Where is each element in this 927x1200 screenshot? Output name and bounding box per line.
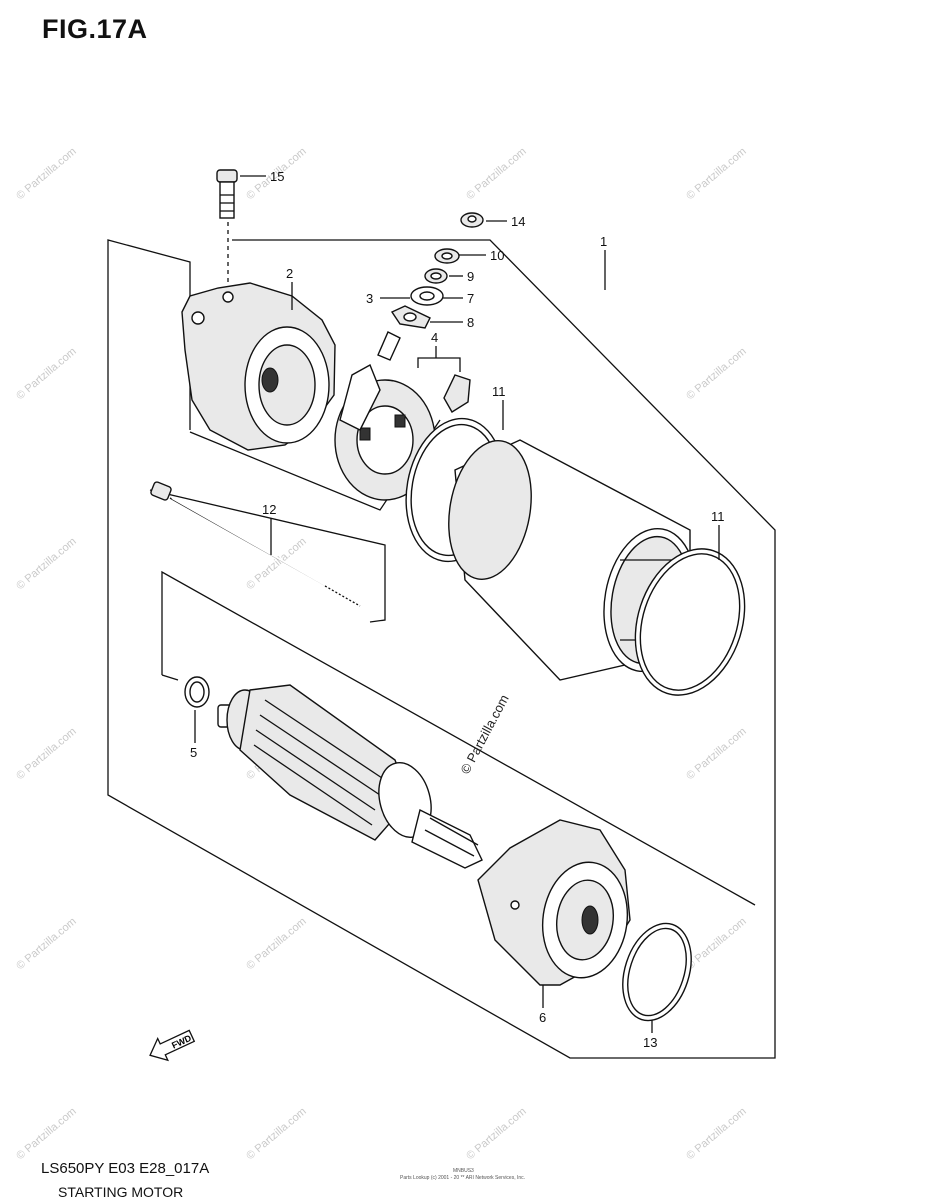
through-bolt-group-outline xyxy=(149,489,386,623)
armature-rotor[interactable] xyxy=(217,684,483,869)
model-code: LS650PY E03 E28_017A xyxy=(41,1160,210,1177)
callout-15: 15 xyxy=(270,169,284,184)
front-housing-part-2[interactable] xyxy=(181,282,336,451)
callout-7: 7 xyxy=(467,291,474,306)
watermark: © Partzilla.com xyxy=(684,145,748,202)
washer-part-5[interactable] xyxy=(184,676,210,708)
callout-4: 4 xyxy=(431,330,438,345)
callout-1: 1 xyxy=(600,234,607,249)
insulator-part-8[interactable] xyxy=(390,305,431,329)
nut-part-14[interactable] xyxy=(460,212,484,228)
watermark: © Partzilla.com xyxy=(684,345,748,402)
callout-10: 10 xyxy=(490,248,504,263)
watermark: © Partzilla.com xyxy=(14,345,78,402)
callout-labels: 15 14 1 10 9 3 7 8 2 4 11 11 12 5 6 13 xyxy=(190,169,725,1050)
watermark: © Partzilla.com xyxy=(464,145,528,202)
washer-part-9[interactable] xyxy=(424,268,448,284)
washer-part-7[interactable] xyxy=(410,286,444,306)
callout-14: 14 xyxy=(511,214,525,229)
callout-11-lower: 11 xyxy=(711,509,725,524)
armature-group-tick xyxy=(161,674,179,681)
watermark: © Partzilla.com xyxy=(14,915,78,972)
callout-11-upper: 11 xyxy=(492,384,506,399)
bolt-part-15[interactable] xyxy=(216,169,238,290)
callout-9: 9 xyxy=(467,269,474,284)
watermark: © Partzilla.com xyxy=(244,915,308,972)
watermark: © Partzilla.com xyxy=(684,725,748,782)
through-bolt-part-12[interactable] xyxy=(150,481,361,607)
footer-code: MNBUS3 xyxy=(453,1168,474,1174)
callout-12: 12 xyxy=(262,502,276,517)
watermark: © Partzilla.com xyxy=(684,1105,748,1162)
watermark: © Partzilla.com xyxy=(14,725,78,782)
rear-housing-part-6[interactable] xyxy=(477,819,635,986)
callout-2: 2 xyxy=(286,266,293,281)
footer-copyright: Parts Lookup (c) 2001 - 20 ** ARI Networ… xyxy=(400,1175,526,1181)
o-ring-part-13[interactable] xyxy=(611,915,703,1030)
armature-group-outline xyxy=(161,570,756,906)
o-ring-part-11-lower[interactable] xyxy=(617,535,762,710)
leader-lines xyxy=(194,175,720,1033)
figure-title: FIG.17A xyxy=(42,14,148,44)
callout-8: 8 xyxy=(467,315,474,330)
watermark: © Partzilla.com xyxy=(14,535,78,592)
section-title: STARTING MOTOR xyxy=(58,1184,184,1200)
callout-5: 5 xyxy=(190,745,197,760)
assembly-outline xyxy=(107,239,776,1059)
callout-6: 6 xyxy=(539,1010,546,1025)
watermark: © Partzilla.com xyxy=(244,1105,308,1162)
watermark: © Partzilla.com xyxy=(684,915,748,972)
callout-3: 3 xyxy=(366,291,373,306)
watermark: © Partzilla.com xyxy=(464,1105,528,1162)
washer-part-10[interactable] xyxy=(434,248,460,264)
callout-13: 13 xyxy=(643,1035,657,1050)
watermark: © Partzilla.com xyxy=(14,145,78,202)
fwd-arrow-icon: FWD xyxy=(149,1029,196,1062)
watermark: © Partzilla.com xyxy=(14,1105,78,1162)
